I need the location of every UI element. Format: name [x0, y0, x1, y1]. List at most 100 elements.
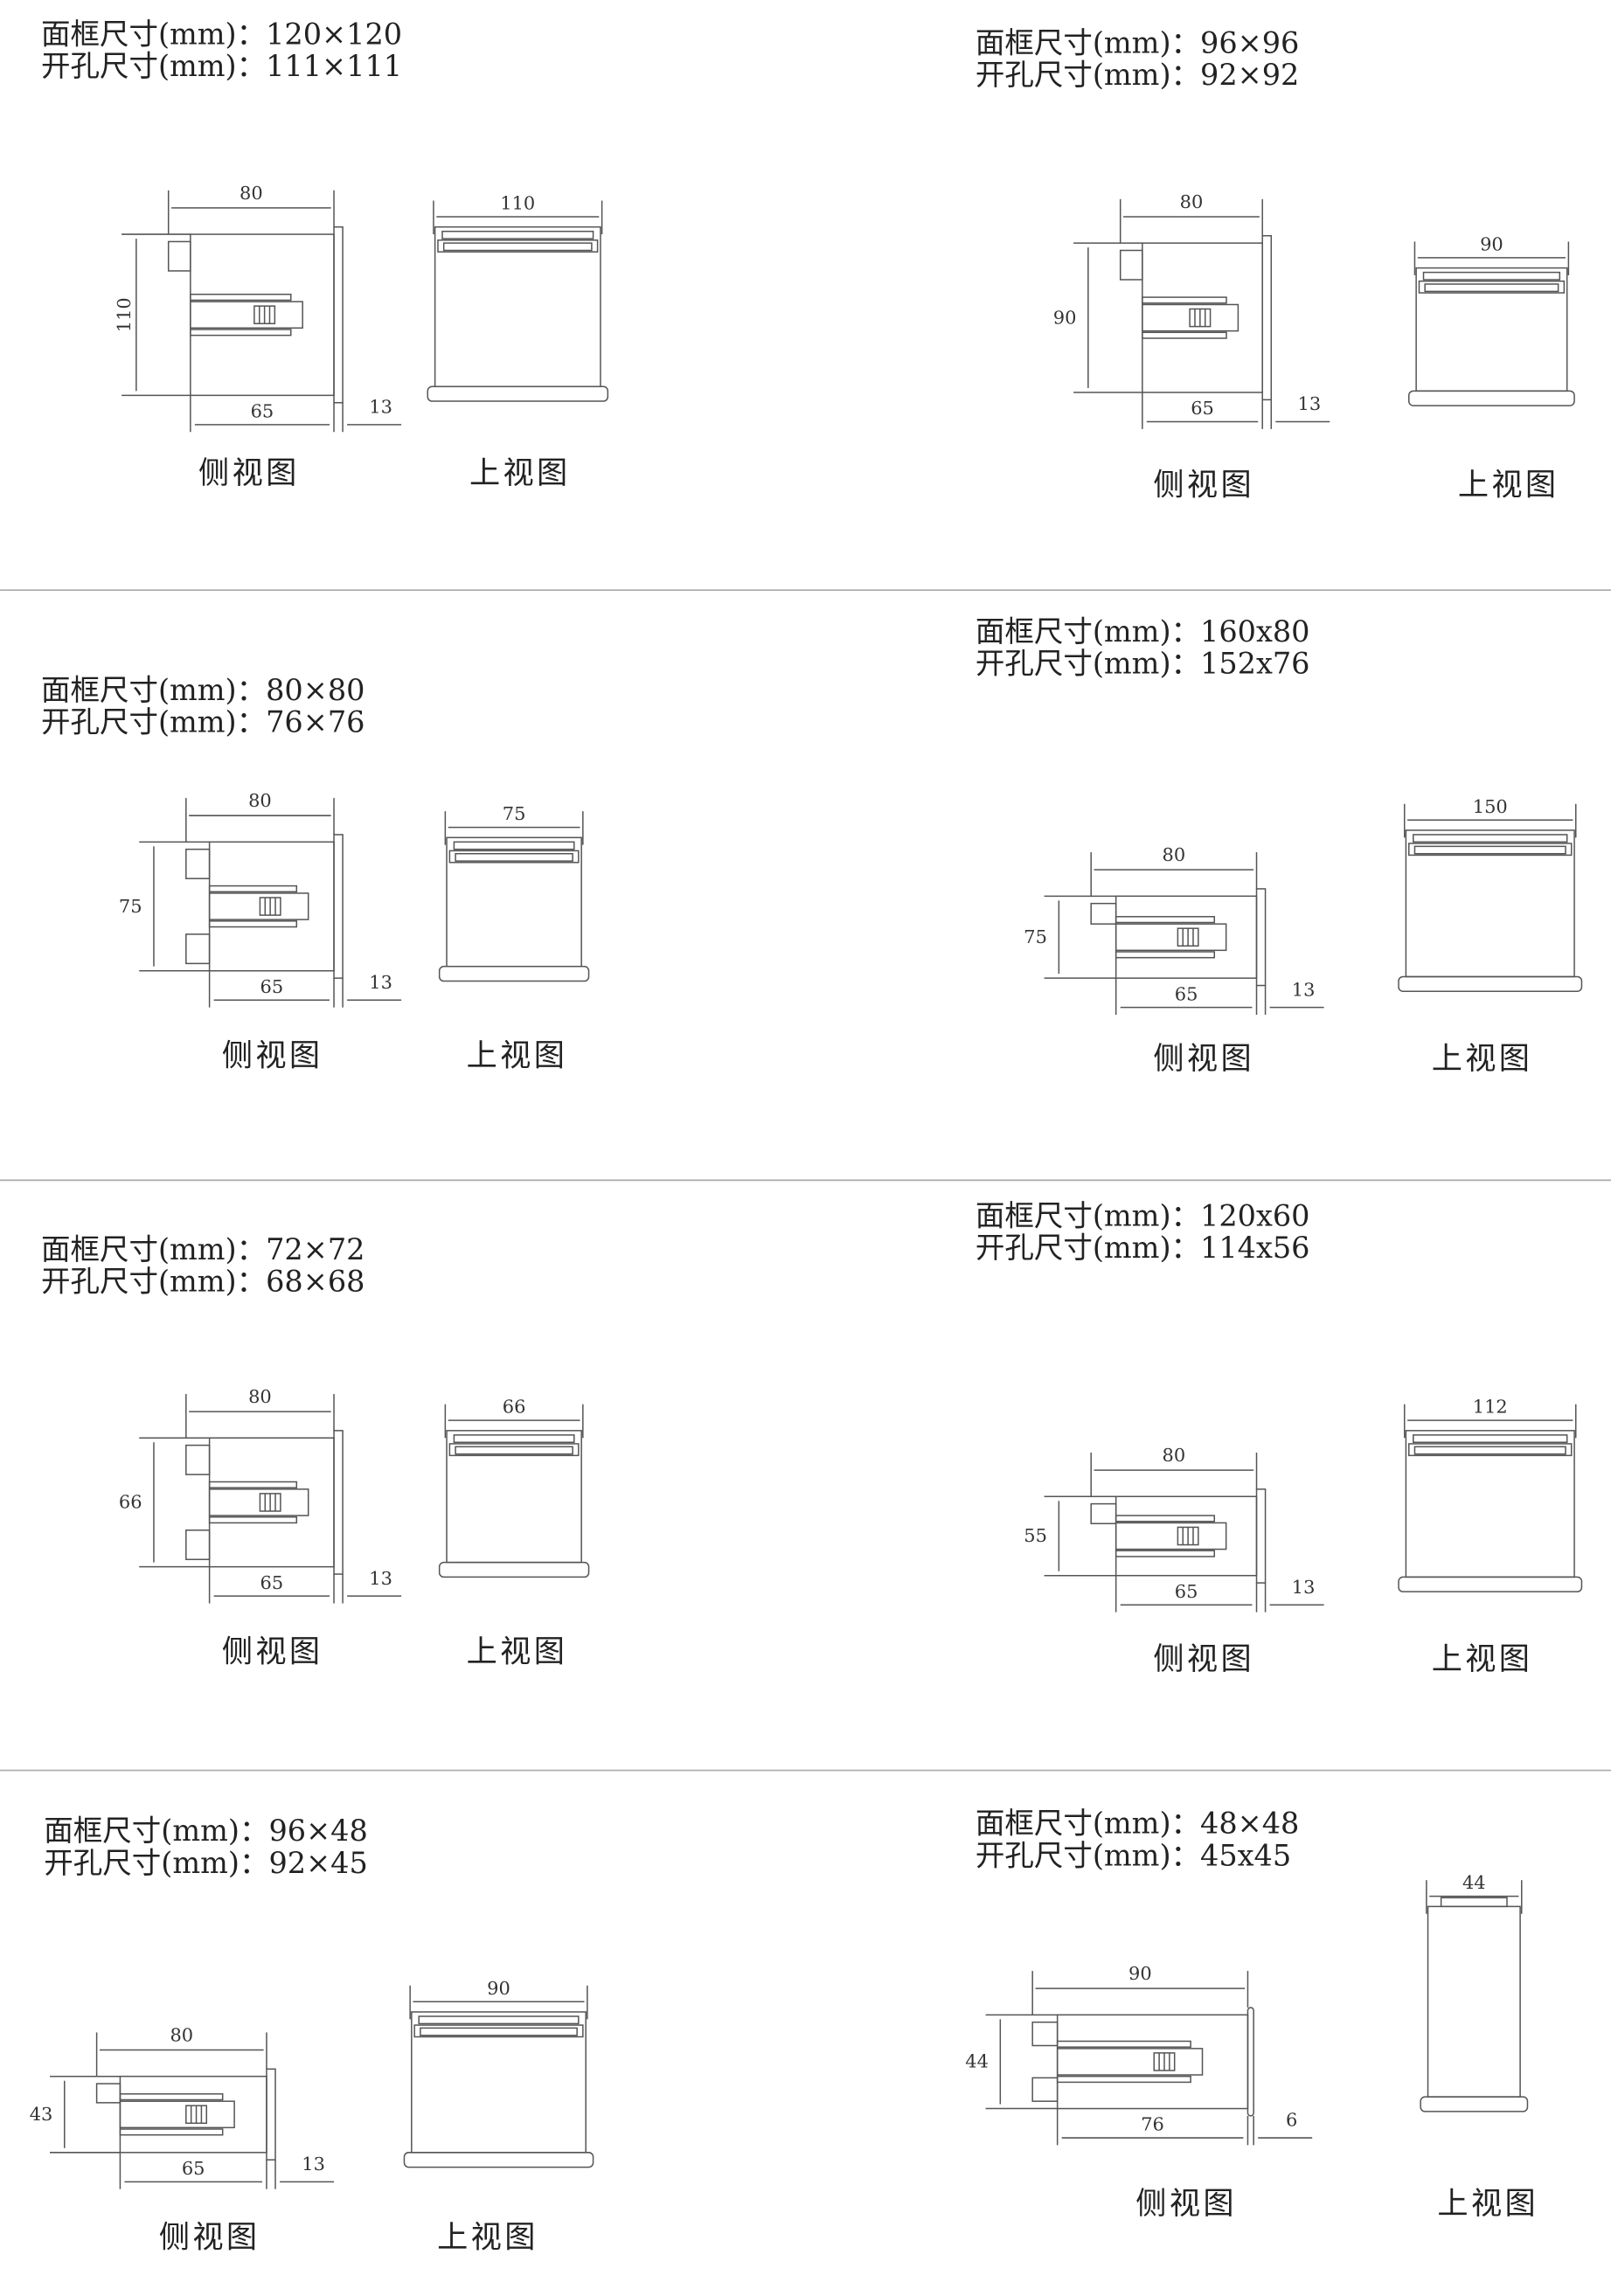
top-width-dimension: 112 — [1473, 1397, 1508, 1418]
drawing-outline — [1413, 834, 1568, 843]
drawing-outline — [1255, 1488, 1267, 1584]
side-depth-dimension: 65 — [260, 1572, 283, 1593]
side-depth-dimension: 65 — [1191, 398, 1214, 419]
side-height-dimension: 66 — [119, 1492, 142, 1513]
drawing-outline — [1115, 951, 1216, 959]
drawing-outline — [1056, 2014, 1249, 2110]
drawing-outline — [1408, 843, 1573, 857]
side-width-dimension: 80 — [1180, 191, 1204, 212]
side-width-dimension: 90 — [1128, 1963, 1152, 1984]
drawing-outline — [119, 2075, 267, 2154]
top-view-caption: 上视图 — [1432, 1041, 1533, 1077]
frame-size-label: 面框尺寸(mm)：96×48 — [44, 1814, 368, 1848]
drawing-outline — [453, 841, 575, 850]
panel-thickness-dimension: 13 — [1292, 979, 1316, 1000]
drawing-outline — [1427, 1905, 1521, 2098]
cutout-size-label: 开孔尺寸(mm)：152x76 — [976, 647, 1310, 681]
drawing-outline — [208, 1481, 298, 1488]
side-view-caption: 侧视图 — [1153, 1641, 1254, 1677]
drawing-outline — [1440, 1897, 1508, 1908]
drawing-outline — [208, 884, 298, 893]
top-view-caption: 上视图 — [469, 455, 571, 491]
top-width-dimension: 90 — [487, 1978, 510, 1999]
drawing-outline — [333, 1430, 344, 1575]
frame-size-label: 面框尺寸(mm)：48×48 — [976, 1807, 1300, 1841]
top-view: 66 — [438, 1397, 590, 1578]
side-view-caption: 侧视图 — [222, 1038, 323, 1074]
side-height-dimension: 90 — [1053, 307, 1077, 328]
side-width-dimension: 80 — [1163, 1445, 1186, 1466]
drawing-outline — [1056, 2075, 1191, 2084]
drawing-outline — [1424, 283, 1559, 293]
drawing-outline — [185, 1530, 211, 1561]
drawing-outline — [1420, 2096, 1529, 2112]
drawing-outline — [1255, 888, 1267, 987]
cutout-size-label: 开孔尺寸(mm)：68×68 — [41, 1265, 365, 1299]
drawing-outline — [413, 2024, 584, 2038]
frame-size-label: 面框尺寸(mm)：120×120 — [41, 17, 402, 51]
drawing-outline — [446, 836, 582, 968]
drawing-outline — [1413, 1446, 1566, 1455]
drawing-outline — [420, 2027, 578, 2036]
drawing-outline — [208, 892, 309, 920]
drawing-outline — [411, 2011, 587, 2154]
drawing-outline — [1031, 2021, 1059, 2047]
drawing-outline — [1142, 331, 1227, 339]
drawing-outline — [1408, 390, 1575, 406]
top-view-caption: 上视图 — [1458, 467, 1559, 503]
drawing-outline — [455, 852, 573, 862]
drawing-outline — [1398, 975, 1583, 992]
drawing-outline — [208, 1437, 335, 1568]
drawing-outline — [1422, 271, 1561, 281]
drawing-outline — [190, 329, 292, 336]
cutout-size-label: 开孔尺寸(mm)：92×45 — [44, 1846, 368, 1880]
top-width-dimension: 150 — [1473, 796, 1508, 817]
drawing-outline — [1261, 234, 1273, 401]
cutout-size-label: 开孔尺寸(mm)：76×76 — [41, 705, 365, 739]
drawing-outline — [190, 293, 292, 302]
side-depth-dimension: 65 — [1175, 983, 1198, 1004]
drawing-outline — [1405, 1430, 1575, 1578]
top-view: 150 — [1398, 796, 1583, 992]
top-view-caption: 上视图 — [1432, 1641, 1533, 1677]
drawing-outline — [119, 2128, 224, 2136]
drawing-outline — [1056, 2048, 1204, 2076]
drawing-outline — [441, 230, 594, 239]
drawing-outline — [1405, 829, 1575, 978]
drawing-outline — [333, 834, 344, 979]
side-depth-dimension: 65 — [182, 2158, 205, 2179]
drawing-outline — [119, 2093, 224, 2101]
top-view: 44 — [1420, 1872, 1529, 2112]
cutout-size-label: 开孔尺寸(mm)：92×92 — [976, 58, 1300, 92]
drawing-outline — [438, 965, 590, 982]
drawing-outline — [1115, 916, 1216, 924]
drawing-outline — [448, 850, 580, 864]
drawing-outline — [208, 1516, 298, 1524]
drawing-outline — [1246, 2007, 1254, 2117]
drawing-outline — [208, 1488, 309, 1516]
drawing-outline — [437, 239, 599, 253]
panel-thickness-dimension: 13 — [369, 396, 392, 417]
side-view-caption: 侧视图 — [1153, 1041, 1254, 1077]
frame-size-label: 面框尺寸(mm)：72×72 — [41, 1232, 365, 1266]
panel-thickness-dimension: 13 — [369, 1568, 392, 1589]
cutout-size-label: 开孔尺寸(mm)：111×111 — [41, 49, 402, 83]
top-view: 75 — [438, 803, 590, 982]
drawing-outline — [1090, 902, 1117, 925]
top-view: 90 — [1408, 233, 1575, 406]
side-height-dimension: 44 — [965, 2051, 989, 2072]
cutout-size-label: 开孔尺寸(mm)：45x45 — [976, 1838, 1291, 1872]
top-view: 110 — [427, 193, 609, 402]
drawing-outline — [185, 848, 211, 879]
side-depth-dimension: 65 — [251, 400, 274, 421]
drawing-outline — [1031, 2077, 1059, 2102]
side-depth-dimension: 65 — [260, 976, 283, 997]
